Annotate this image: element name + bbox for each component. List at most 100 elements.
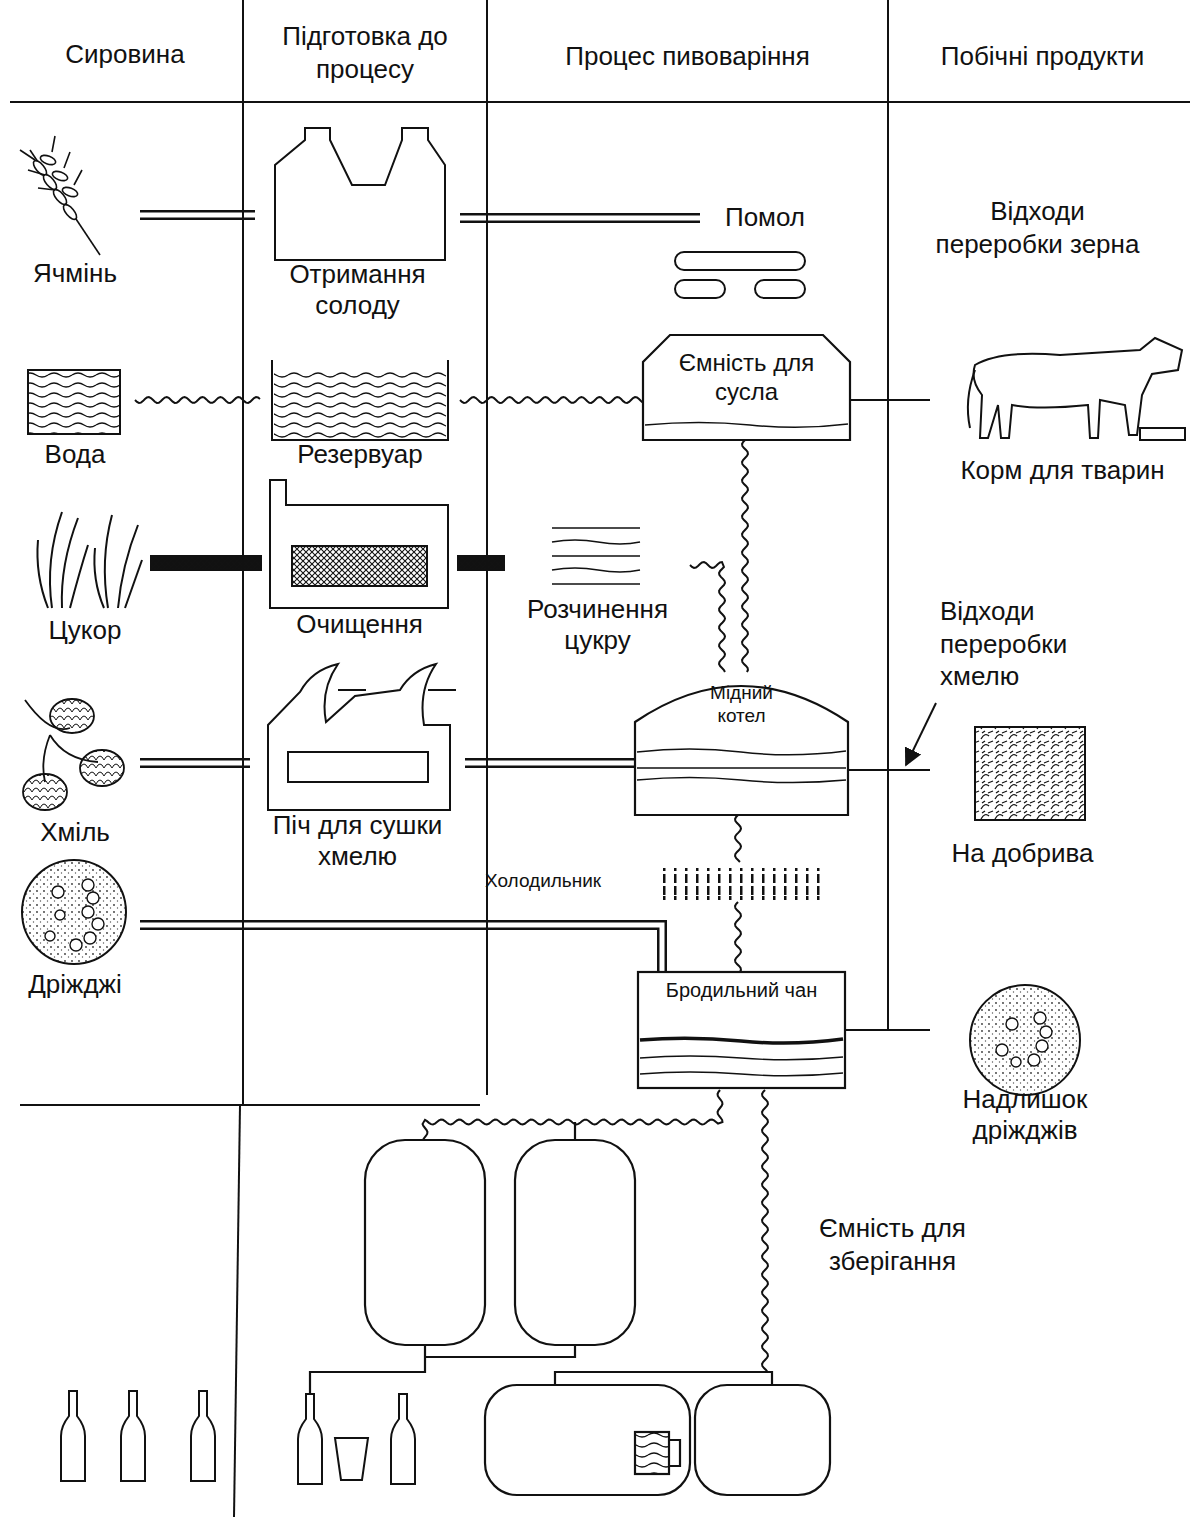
table-lines-part: [486, 0, 488, 1095]
excess-yeast-icon-part-part: [1028, 1054, 1040, 1066]
yeast-icon-part-part: [70, 939, 82, 951]
sugar-cane-icon-part: [62, 518, 78, 608]
excess-yeast-icon-part-part: [1036, 1040, 1048, 1052]
cooler-fins-part: [660, 868, 826, 900]
sugar-cane-icon-part: [37, 540, 48, 608]
reservoir-tank: [272, 360, 448, 440]
barley-icon: [20, 136, 100, 255]
cow-icon-part: [1140, 428, 1185, 440]
barrels-part: [669, 1440, 680, 1466]
storage-tanks-part: [515, 1140, 635, 1345]
excess-yeast-icon-part-part: [1011, 1057, 1021, 1067]
sugar-cane-icon-part: [105, 515, 112, 608]
storage-pipes-part: [735, 818, 741, 858]
wort-vessel-outline: [643, 335, 850, 440]
hop-kiln: [268, 664, 456, 810]
node-label: Бродильний чан: [666, 978, 817, 1002]
storage-tanks: [310, 1122, 635, 1393]
connector-group: [140, 763, 250, 764]
malting-building-part: [275, 128, 445, 260]
node-label: Ячмінь: [33, 258, 117, 289]
node-label: Розчинення цукру: [505, 594, 690, 656]
column-header: Процес пивоваріння: [490, 40, 885, 73]
process-node: Холодильник: [485, 862, 830, 902]
mill-rolls-part: [675, 252, 805, 270]
flow-connector: [848, 769, 930, 771]
bottles-part: [61, 1391, 85, 1481]
flow-connector: [140, 210, 255, 220]
water-icon-part: [28, 370, 120, 434]
connector-group: [735, 902, 741, 972]
yeast-icon-part-part: [87, 892, 99, 904]
cooler-fins: [660, 868, 826, 900]
barrels-part: [485, 1385, 690, 1495]
process-node: Отримання солоду: [255, 125, 460, 325]
hop-kiln-part: [288, 752, 428, 782]
barley-icon-part: [31, 159, 49, 178]
side-note: Ємність для зберігання: [775, 1212, 1010, 1277]
node-label: Корм для тварин: [960, 455, 1164, 486]
node-label: Хміль: [40, 817, 110, 848]
hops-icon-part: [23, 774, 67, 810]
storage-pipes-part: [423, 1090, 723, 1140]
process-node: Цукор: [20, 505, 150, 650]
yeast-icon-part-part: [84, 932, 96, 944]
process-node: Помол: [700, 200, 830, 305]
connector-inner: [457, 557, 505, 569]
hop-kiln-part: [268, 664, 450, 810]
flow-connector: [465, 758, 635, 768]
node-label: Цукор: [49, 615, 122, 646]
connector-group: [457, 563, 505, 564]
excess-yeast-icon-part-part: [1040, 1026, 1052, 1038]
wort-vessel-outline-part: [645, 423, 848, 428]
yeast-icon-part-part: [82, 906, 94, 918]
node-label: Помол: [725, 202, 805, 233]
node-label: Піч для сушки хмелю: [250, 810, 465, 872]
column-header: Побічні продукти: [890, 40, 1195, 73]
connector-inner: [140, 761, 250, 766]
flow-connector: [690, 562, 725, 672]
bottles-part: [121, 1391, 145, 1481]
barley-icon-part: [51, 170, 69, 183]
process-node: Надлишок дріжджів: [930, 990, 1120, 1150]
connector-inner: [460, 216, 700, 221]
storage-tanks-part: [310, 1122, 575, 1393]
excess-yeast-icon-part-part: [1006, 1018, 1018, 1030]
yeast-icon: [22, 860, 126, 964]
bottles-part: [335, 1438, 368, 1480]
fermentation-vat-outline: [638, 972, 845, 1088]
process-node: Мідний котел: [635, 672, 848, 815]
cow-icon-part: [974, 338, 1182, 438]
sugar-cane-icon-part: [50, 512, 62, 608]
storage-pipes-part: [762, 1090, 768, 1372]
hops-icon: [23, 699, 124, 810]
connector-inner: [150, 557, 262, 569]
hops-icon-part: [25, 700, 98, 782]
process-node: Очищення: [262, 475, 457, 644]
excess-yeast-icon-part-part: [996, 1044, 1008, 1056]
connector-group: [460, 218, 700, 219]
fertilizer-icon: [975, 727, 1085, 820]
dissolving-icon-part: [552, 528, 640, 584]
excess-yeast-icon-part: [970, 985, 1080, 1095]
node-label: Вода: [45, 439, 106, 470]
yeast-icon-part-part: [45, 931, 55, 941]
barley-icon-part: [20, 136, 82, 190]
barley-icon-part: [39, 154, 57, 167]
node-label: Дріжджі: [28, 969, 122, 1000]
cow-icon-part: [968, 370, 975, 428]
flow-connector: [135, 397, 260, 403]
node-label: Надлишок дріжджів: [930, 1084, 1120, 1146]
node-label: Холодильник: [485, 870, 601, 893]
barrels: [485, 1372, 830, 1495]
leader-line-part: [906, 703, 936, 765]
bottles: [61, 1391, 415, 1484]
connector-inner: [140, 925, 662, 972]
yeast-icon-part-part: [92, 918, 104, 930]
fermentation-vat-outline-part: [640, 1056, 843, 1076]
dissolving-icon: [552, 528, 640, 584]
barley-icon-part: [61, 203, 79, 222]
sugar-cane-icon-part: [94, 548, 104, 608]
flow-connector: [845, 1029, 930, 1031]
